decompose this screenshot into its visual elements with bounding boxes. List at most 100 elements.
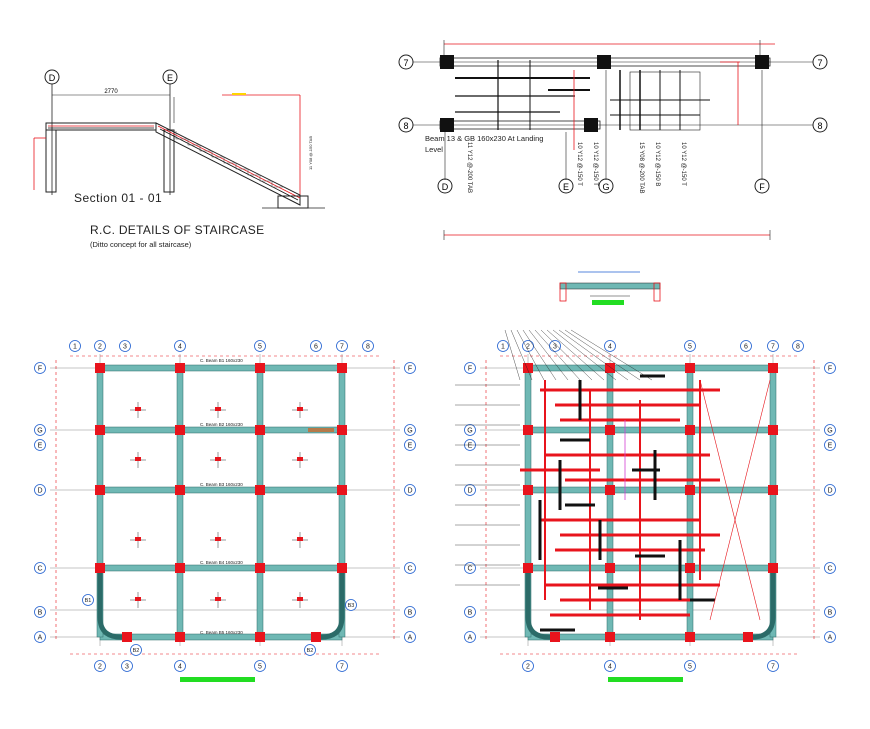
slab-tag	[135, 457, 141, 461]
grid-bubble-label: 2	[98, 664, 102, 671]
grid-bubble-label: 2	[98, 344, 102, 351]
grid-bubble-label: D	[827, 488, 832, 495]
column	[337, 563, 347, 573]
grid-bubble-label: E	[38, 443, 43, 450]
column	[255, 485, 265, 495]
column	[95, 563, 105, 573]
beam-label: C. Beam B5 160x230	[200, 630, 243, 635]
grid-bubble-label: C	[37, 566, 42, 573]
grid-bubble-label: B	[38, 610, 43, 617]
bar-label-3: 10 Y12 @-150 T	[592, 142, 598, 186]
grid-bubble-label: F	[38, 366, 42, 373]
grid-bubble	[404, 424, 416, 436]
grid-bubble	[94, 660, 106, 672]
grid-bubble-label: 5	[688, 664, 692, 671]
grid-bubble-label: E	[468, 443, 473, 450]
bar-label-4: 15 Y08 @-200 TAB	[638, 142, 644, 193]
grid-bubble-label: 7	[771, 664, 775, 671]
grid-d-landing: D	[442, 182, 449, 192]
grid-bubble-label: 7	[340, 344, 344, 351]
grid-bubble-label: B	[468, 610, 473, 617]
grid-bubble	[94, 340, 106, 352]
column	[523, 563, 533, 573]
grid-bubble-label: 1	[501, 344, 505, 351]
grid-7-right: 7	[817, 58, 822, 68]
scale-bar	[180, 677, 255, 682]
grid-bubble-label: F	[408, 366, 412, 373]
beam-bubble	[130, 644, 142, 656]
grid-bubble-label: 4	[608, 664, 612, 671]
column	[175, 485, 185, 495]
column	[685, 563, 695, 573]
grid-bubble	[604, 340, 616, 352]
slab-tag	[215, 597, 221, 601]
grid-bubble	[824, 439, 836, 451]
grid-bubble	[174, 660, 186, 672]
slab-tag	[297, 537, 303, 541]
grid-bubble	[824, 562, 836, 574]
grid-label-d: D	[49, 73, 56, 83]
slab-tag	[215, 457, 221, 461]
grid-bubble-label: 2	[526, 664, 530, 671]
grid-bubble	[604, 660, 616, 672]
grid-bubble-label: G	[407, 428, 412, 435]
stair-diagonal	[709, 379, 771, 621]
scale-bar	[608, 677, 683, 682]
grid-bubble-label: 2	[526, 344, 530, 351]
curved-beam-right	[747, 568, 776, 640]
column	[605, 563, 615, 573]
grid-bubble-label: D	[467, 488, 472, 495]
beam-horizontal	[99, 426, 343, 434]
leader-line	[510, 329, 533, 381]
leader-line	[564, 329, 641, 381]
beam-horizontal	[99, 364, 343, 372]
beam-label: C. Beam B3 160x230	[200, 482, 243, 487]
beam-horizontal	[527, 633, 774, 641]
grid-bubble-label: A	[828, 635, 833, 642]
grid-8-left: 8	[403, 121, 408, 131]
grid-bubble-label: B	[828, 610, 833, 617]
grid-bubble-label: 5	[688, 344, 692, 351]
column	[685, 425, 695, 435]
grid-bubble	[69, 340, 81, 352]
beam-bubble-label: B2	[133, 648, 140, 654]
beam-bubble-label: B3	[348, 603, 355, 609]
column	[122, 632, 132, 642]
curved-beam-left	[525, 568, 554, 640]
grid-bubble-label: G	[37, 428, 42, 435]
column	[550, 632, 560, 642]
grid-bubble-label: G	[467, 428, 472, 435]
grid-f-landing: F	[759, 182, 765, 192]
beam-label: C. Beam B2 160x230	[200, 422, 243, 427]
leader-line	[540, 329, 593, 381]
grid-bubble	[121, 660, 133, 672]
beam-note-line2: Level	[425, 145, 443, 154]
grid-bubble-label: C	[467, 566, 472, 573]
beam-highlight	[308, 428, 334, 432]
column	[175, 632, 185, 642]
curved-beam-right	[316, 568, 345, 640]
grid-bubble	[824, 606, 836, 618]
leader-line	[570, 329, 653, 381]
grid-g-landing: G	[602, 182, 609, 192]
column	[605, 425, 615, 435]
column	[255, 363, 265, 373]
beam-horizontal	[527, 564, 774, 572]
grid-bubble-label: 5	[258, 664, 262, 671]
beam-vertical	[256, 367, 264, 638]
beam-label: C. Beam B1 160x230	[200, 358, 243, 363]
staircase-title: R.C. DETAILS OF STAIRCASE	[90, 223, 265, 237]
grid-bubble-label: 5	[258, 344, 262, 351]
column	[605, 363, 615, 373]
column	[685, 632, 695, 642]
column	[768, 363, 778, 373]
bar-label-5: 10 Y12 @-150 B	[654, 142, 660, 186]
grid-bubble-label: 8	[796, 344, 800, 351]
beam-vertical	[606, 367, 614, 638]
grid-bubble	[464, 562, 476, 574]
slab-tag	[297, 457, 303, 461]
leader-line	[504, 329, 521, 381]
grid-bubble-label: 3	[553, 344, 557, 351]
